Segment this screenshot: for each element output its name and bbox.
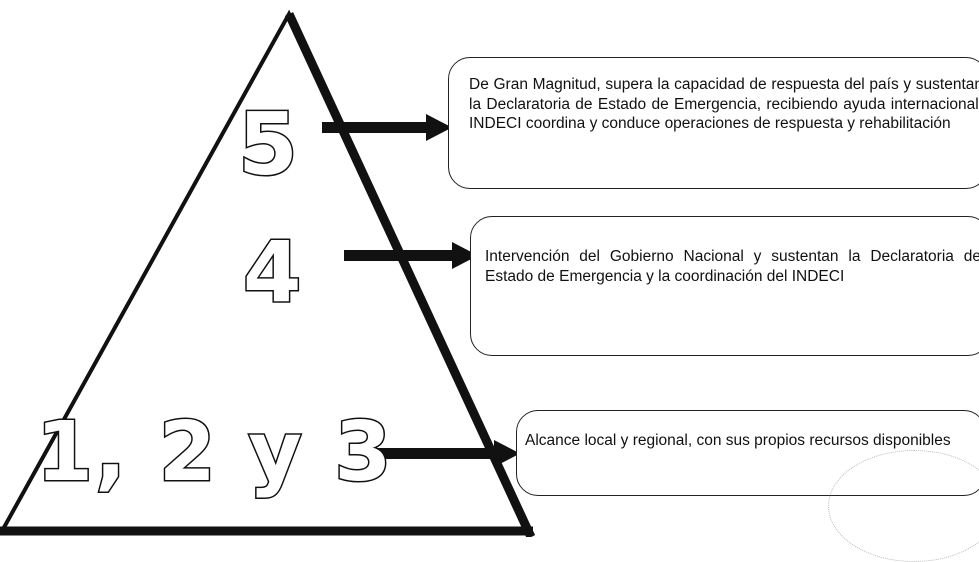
level-5-description-box: De Gran Magnitud, supera la capacidad de… <box>448 57 979 189</box>
arrow-level-5 <box>322 114 452 141</box>
level-4-number: 4 <box>241 223 302 321</box>
level-5-number: 5 <box>237 95 300 195</box>
level-123-description-box: Alcance local y regional, con sus propio… <box>516 410 979 496</box>
pyramid-diagram <box>0 9 536 537</box>
arrow-level-123 <box>368 440 520 467</box>
level-4-description: Intervención del Gobierno Nacional y sus… <box>485 248 979 285</box>
arrow-level-4 <box>344 242 478 269</box>
level-123-description: Alcance local y regional, con sus propio… <box>525 432 951 449</box>
level-123-number: 1, 2 y 3 <box>34 405 394 500</box>
level-4-description-box: Intervención del Gobierno Nacional y sus… <box>470 216 979 356</box>
faint-stamp-mark <box>828 450 979 562</box>
level-5-description: De Gran Magnitud, supera la capacidad de… <box>469 76 979 132</box>
